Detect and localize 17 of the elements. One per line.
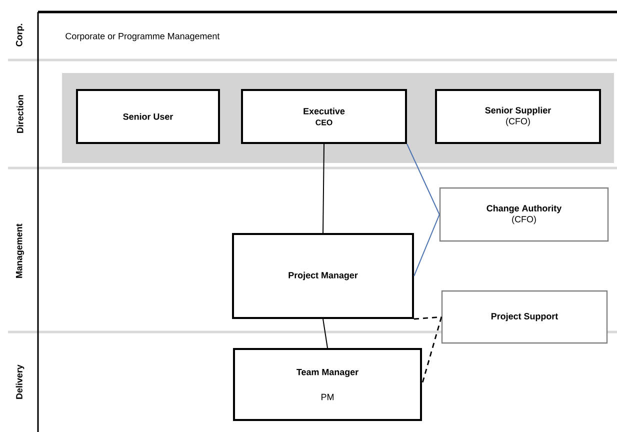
connector bbox=[322, 144, 324, 234]
connector bbox=[421, 316, 442, 385]
connector bbox=[414, 316, 442, 320]
role-box: Team Manager PM bbox=[233, 348, 422, 421]
role-box: Project Manager bbox=[232, 233, 414, 319]
lane-label: Management bbox=[16, 224, 24, 278]
lane-label: Direction bbox=[16, 95, 24, 133]
band-label: Corporate or Programme Management bbox=[66, 32, 220, 42]
connector bbox=[414, 214, 440, 276]
role-box: Project Support bbox=[441, 290, 608, 344]
lane-label: Corp. bbox=[16, 24, 24, 46]
role-box: Change Authority (CFO) bbox=[439, 187, 609, 242]
connector bbox=[406, 144, 440, 215]
role-box: Senior Supplier (CFO) bbox=[435, 89, 601, 144]
role-box: Senior User bbox=[76, 89, 220, 144]
connector bbox=[322, 318, 328, 348]
lane-label: Delivery bbox=[16, 364, 24, 399]
